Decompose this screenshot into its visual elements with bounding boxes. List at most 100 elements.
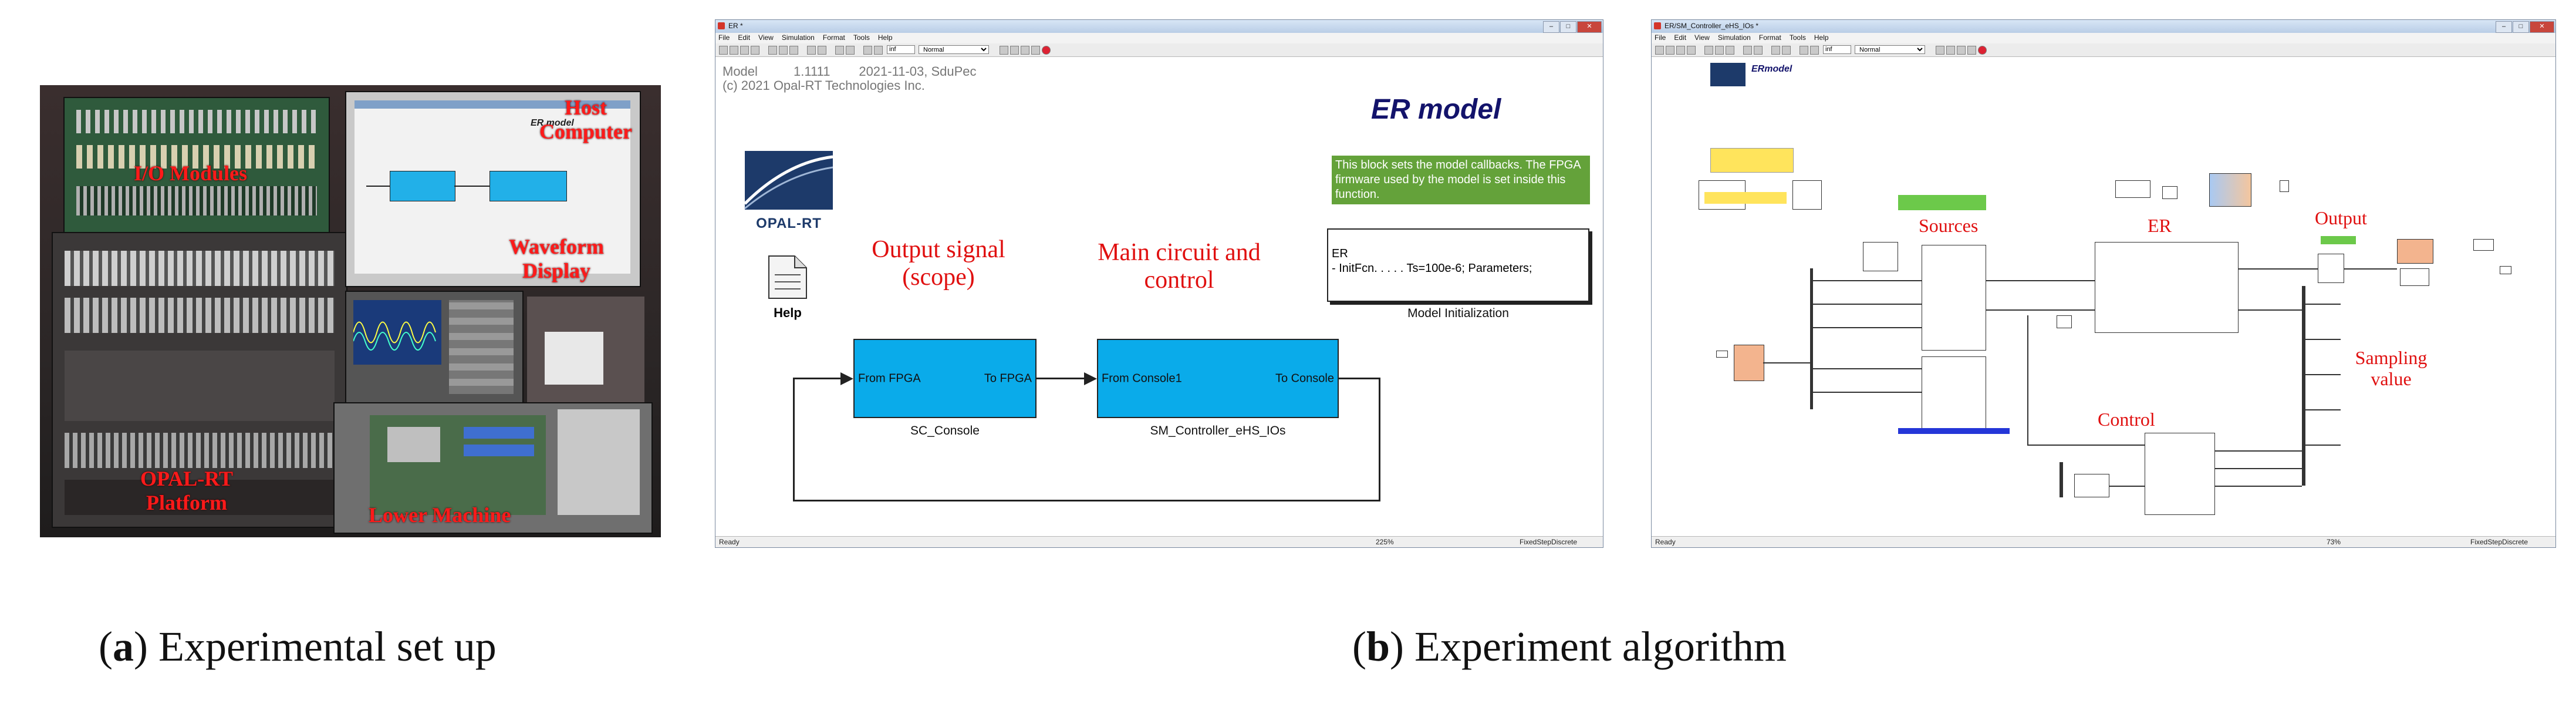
block-small[interactable] — [2162, 186, 2177, 199]
model-explorer-icon[interactable] — [1967, 46, 1976, 55]
stop-icon[interactable] — [1810, 46, 1819, 55]
update-icon[interactable] — [1946, 46, 1955, 55]
sc-console-block[interactable]: From FPGA To FPGA — [853, 339, 1037, 418]
menu-tools[interactable]: Tools — [1789, 33, 1806, 42]
record-icon[interactable] — [1978, 46, 1987, 55]
copy-icon[interactable] — [779, 46, 788, 55]
inport-icon[interactable] — [1716, 351, 1728, 358]
control-block[interactable] — [2145, 433, 2215, 515]
sm-controller-block[interactable]: From Console1 To Console — [1097, 339, 1339, 418]
opal-rt-logo[interactable]: OPAL-RT — [739, 151, 836, 233]
explorer-icon[interactable] — [1782, 46, 1791, 55]
print-icon[interactable] — [751, 46, 759, 55]
signal-line-console-to-controller[interactable] — [1037, 378, 1092, 379]
explorer-icon[interactable] — [846, 46, 855, 55]
stop-time-input[interactable] — [887, 45, 915, 54]
maximize-button[interactable]: □ — [1560, 21, 1576, 33]
menu-file[interactable]: File — [1655, 33, 1666, 42]
menu-simulation[interactable]: Simulation — [781, 33, 815, 42]
library-icon[interactable] — [835, 46, 844, 55]
signal-line-feedback-vertical-right — [1379, 378, 1380, 501]
sim-mode-select[interactable]: Normal — [919, 45, 989, 54]
paste-icon[interactable] — [1726, 46, 1734, 55]
menu-tools[interactable]: Tools — [853, 33, 870, 42]
paste-icon[interactable] — [789, 46, 798, 55]
save-icon[interactable] — [740, 46, 749, 55]
model-initialization-block[interactable]: ER - InitFcn. . . . . Ts=100e-6; Paramet… — [1327, 228, 1589, 302]
menu-format[interactable]: Format — [1758, 33, 1781, 42]
title-bar[interactable]: ER * – □ ✕ — [715, 20, 1603, 33]
minimize-button[interactable]: – — [2496, 21, 2512, 33]
copy-icon[interactable] — [1715, 46, 1724, 55]
open-icon[interactable] — [1666, 46, 1674, 55]
block-small[interactable] — [2400, 268, 2429, 286]
model-explorer-icon[interactable] — [1031, 46, 1040, 55]
sim-mode-select[interactable]: Normal — [1855, 45, 1925, 54]
close-button[interactable]: ✕ — [2530, 21, 2554, 33]
source-block-lower[interactable] — [1922, 356, 1986, 433]
outport-icon[interactable] — [2500, 266, 2511, 274]
undo-icon[interactable] — [1743, 46, 1752, 55]
menu-help[interactable]: Help — [1814, 33, 1829, 42]
er-model-window[interactable]: ER * – □ ✕ File Edit View Simulation Format T… — [715, 19, 1603, 548]
status-solver: FixedStepDiscrete — [2470, 538, 2528, 546]
stop-time-input[interactable] — [1823, 45, 1851, 54]
debug-icon[interactable] — [1957, 46, 1966, 55]
debug-icon[interactable] — [1021, 46, 1029, 55]
minimize-button[interactable]: – — [1543, 21, 1559, 33]
help-block[interactable]: Help — [764, 254, 811, 330]
play-icon[interactable] — [863, 46, 872, 55]
output-block-orange[interactable] — [2397, 239, 2433, 264]
input-block-orange[interactable] — [1734, 345, 1764, 381]
gradient-block[interactable] — [2209, 173, 2251, 207]
new-icon[interactable] — [719, 46, 728, 55]
play-icon[interactable] — [1800, 46, 1808, 55]
undo-icon[interactable] — [807, 46, 816, 55]
open-icon[interactable] — [730, 46, 738, 55]
constant-block[interactable] — [2057, 315, 2072, 328]
library-icon[interactable] — [1771, 46, 1780, 55]
block-small[interactable] — [2115, 180, 2150, 198]
new-icon[interactable] — [1655, 46, 1664, 55]
menu-edit[interactable]: Edit — [738, 33, 751, 42]
signal-line-controller-out[interactable] — [1339, 378, 1380, 379]
annotation-control: Control — [2098, 409, 2155, 430]
menu-help[interactable]: Help — [877, 33, 893, 42]
block-small[interactable] — [2074, 474, 2109, 497]
close-button[interactable]: ✕ — [1577, 21, 1602, 33]
menu-view[interactable]: View — [1694, 33, 1710, 42]
outport-icon[interactable] — [2280, 180, 2289, 192]
title-bar[interactable]: ER/SM_Controller_eHS_IOs * – □ ✕ — [1652, 20, 2555, 33]
cut-icon[interactable] — [768, 46, 777, 55]
update-icon[interactable] — [1010, 46, 1019, 55]
block-small[interactable] — [2473, 239, 2494, 251]
block-small[interactable] — [1792, 180, 1822, 210]
source-block-upper[interactable] — [1922, 245, 1986, 351]
bus-selector-bar[interactable] — [1810, 268, 1813, 409]
menu-file[interactable]: File — [718, 33, 730, 42]
model-canvas[interactable]: Model 1.1111 2021-11-03, SduPec (c) 2021… — [715, 57, 1603, 536]
menu-simulation[interactable]: Simulation — [1717, 33, 1751, 42]
build-icon[interactable] — [1936, 46, 1944, 55]
print-icon[interactable] — [1687, 46, 1696, 55]
sampling-bus-bar[interactable] — [2302, 286, 2305, 486]
redo-icon[interactable] — [1754, 46, 1763, 55]
signal-line — [2305, 339, 2341, 340]
menu-view[interactable]: View — [758, 33, 774, 42]
maximize-button[interactable]: □ — [2513, 21, 2529, 33]
build-icon[interactable] — [1000, 46, 1008, 55]
menu-format[interactable]: Format — [822, 33, 845, 42]
output-mux-block[interactable] — [2318, 254, 2344, 283]
sm-controller-window[interactable]: ER/SM_Controller_eHS_IOs * – □ ✕ File Edi… — [1651, 19, 2556, 548]
menu-edit[interactable]: Edit — [1674, 33, 1687, 42]
control-bus-bar[interactable] — [2060, 462, 2063, 497]
record-icon[interactable] — [1042, 46, 1051, 55]
save-icon[interactable] — [1676, 46, 1685, 55]
cut-icon[interactable] — [1704, 46, 1713, 55]
host-computer-monitor: ER model — [345, 91, 641, 287]
model-canvas[interactable]: ERmodel — [1652, 57, 2555, 536]
block-small[interactable] — [1863, 242, 1898, 271]
er-block[interactable] — [2095, 242, 2239, 333]
redo-icon[interactable] — [818, 46, 826, 55]
stop-icon[interactable] — [874, 46, 883, 55]
